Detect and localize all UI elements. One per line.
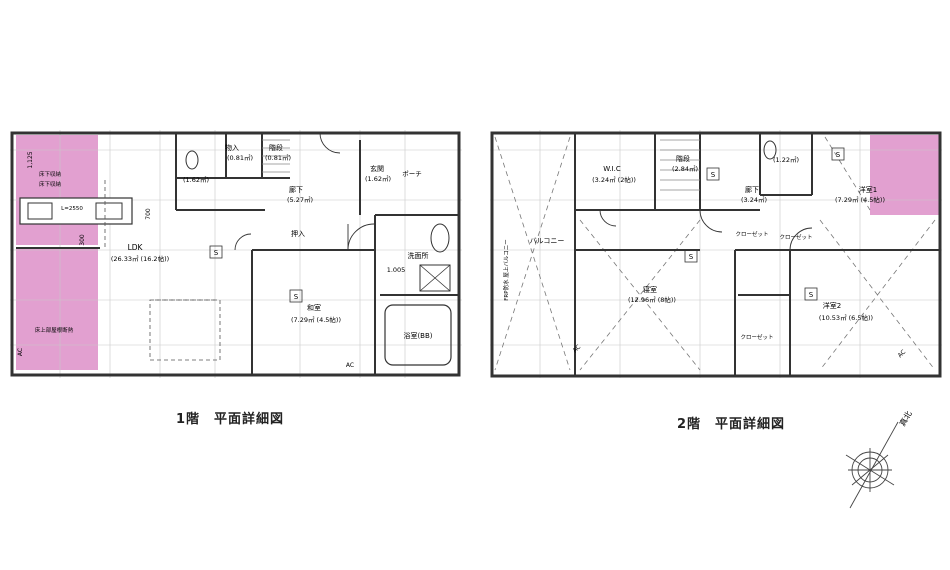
floor1-washbasin-icon xyxy=(430,223,450,253)
floor1-caption: 1階 平面詳細図 xyxy=(176,412,285,427)
floor1-door-swings xyxy=(234,132,375,251)
balcony-note: FRP防水 屋上バルコニー xyxy=(502,239,510,300)
stairs2-area: (2.84㎡) xyxy=(672,164,698,173)
hall2-label: 廊下 xyxy=(745,185,759,194)
floor2-plan: W.I.C (3.24㎡ (2帖)) 階段 (2.84㎡) 廊下 (3.24㎡)… xyxy=(490,130,942,378)
stairs1-area: (0.81㎡) xyxy=(265,153,291,162)
ac2-label: AC xyxy=(897,349,908,360)
compass-label: 真北 xyxy=(897,409,914,428)
floor1-toilet-icon xyxy=(185,150,199,170)
floor1-cooktop xyxy=(27,202,53,220)
floor1-interior-walls xyxy=(16,133,459,375)
floor1-plan: 物入 (0.81㎡) 階段 (0.81㎡) (1.62㎡) 廊下 (5.27㎡)… xyxy=(10,130,462,378)
ac1-label: AC xyxy=(17,348,24,356)
ac1b-label: AC xyxy=(346,362,354,369)
storage-label: 物入 xyxy=(225,143,239,152)
floor1-s-symbols xyxy=(209,245,303,303)
ldk-area: (26.33㎡ (16.2帖)) xyxy=(111,254,169,263)
japanese-room-label: 和室 xyxy=(307,303,321,312)
dim-700: 700 xyxy=(145,208,152,220)
floor1-bathtub-icon xyxy=(384,304,452,366)
s-symbol: S xyxy=(294,293,299,301)
hall2-area: (3.24㎡) xyxy=(741,195,767,204)
s-symbol: S xyxy=(689,253,694,261)
floor1-dashed-guides xyxy=(104,180,221,361)
western1-area: (7.29㎡ (4.5帖)) xyxy=(835,195,885,204)
bath-label: 浴室(BB) xyxy=(403,331,432,340)
dim-1125: 1,125 xyxy=(27,151,34,168)
ldk-label: LDK xyxy=(128,243,144,252)
entrance-label: 玄関 xyxy=(370,164,384,173)
underfloor2-label: 床下収納 xyxy=(39,180,62,188)
s-symbol: S xyxy=(836,151,841,159)
floor2-interior-walls xyxy=(574,133,940,376)
floor1-highlight-bottom xyxy=(16,248,98,370)
ceiling-storage-label: 床上部屋根断熱 xyxy=(35,326,74,334)
floor2-outer-wall xyxy=(490,131,942,378)
s-symbol: S xyxy=(214,249,219,257)
closet1-label: 押入 xyxy=(291,229,305,238)
compass-icon xyxy=(845,421,899,509)
wic-area: (3.24㎡ (2帖)) xyxy=(592,175,636,184)
wc1-area: (1.62㎡) xyxy=(183,175,209,184)
floor1-sink xyxy=(95,202,123,220)
floor1-outer-wall xyxy=(10,131,461,377)
floor1-highlight-top xyxy=(16,135,98,245)
western2-label: 洋室2 xyxy=(823,301,841,310)
floor1-washer xyxy=(419,264,451,292)
washroom-label: 洗面所 xyxy=(408,251,429,260)
stairs2-label: 階段 xyxy=(676,154,690,163)
s-symbol: S xyxy=(711,171,716,179)
floor1-grid xyxy=(10,130,462,378)
hall1-label: 廊下 xyxy=(289,185,303,194)
japanese-room-area: (7.29㎡ (4.5帖)) xyxy=(291,315,341,324)
washroom-dim: 1.005 xyxy=(387,266,406,274)
floor2-door-swings xyxy=(599,209,813,251)
wic-label: W.I.C xyxy=(603,165,621,173)
floor2-toilet-icon xyxy=(763,140,777,160)
closet2b-label: クローゼット xyxy=(740,333,773,341)
s-symbol: S xyxy=(809,291,814,299)
floor2-caption: 2階 平面詳細図 xyxy=(677,417,786,432)
closet2a-label: クローゼット xyxy=(779,233,812,241)
porch-label: ポーチ xyxy=(402,170,422,178)
floor2-highlight xyxy=(870,135,940,215)
balcony-label: バルコニー xyxy=(530,237,565,245)
western2-area: (10.53㎡ (6.5帖)) xyxy=(819,313,873,322)
hall1-area: (5.27㎡) xyxy=(287,195,313,204)
wc2-area: (1.22㎡) xyxy=(773,155,799,164)
entrance-area: (1.62㎡) xyxy=(365,174,391,183)
storage-area: (0.81㎡) xyxy=(227,153,253,162)
closet2c-label: クローゼット xyxy=(735,230,768,238)
stairs1-label: 階段 xyxy=(269,143,283,152)
floor2-balcony-diagonals xyxy=(494,136,936,371)
floor1-kitchen-counter xyxy=(19,197,133,225)
master-label: 寝室 xyxy=(643,285,657,294)
western1-label: 洋室1 xyxy=(859,185,877,194)
counter-label: L=2550 xyxy=(61,206,83,212)
master-area: (12.96㎡ (8帖)) xyxy=(628,295,676,304)
floor2-s-symbols xyxy=(684,147,845,301)
floor2-stairs-treads xyxy=(660,139,700,191)
ac2b-label: AC xyxy=(572,344,583,355)
underfloor-label: 床下収納 xyxy=(39,170,62,178)
dim-300: 300 xyxy=(79,234,86,246)
floor1-stairs-treads xyxy=(262,139,290,173)
